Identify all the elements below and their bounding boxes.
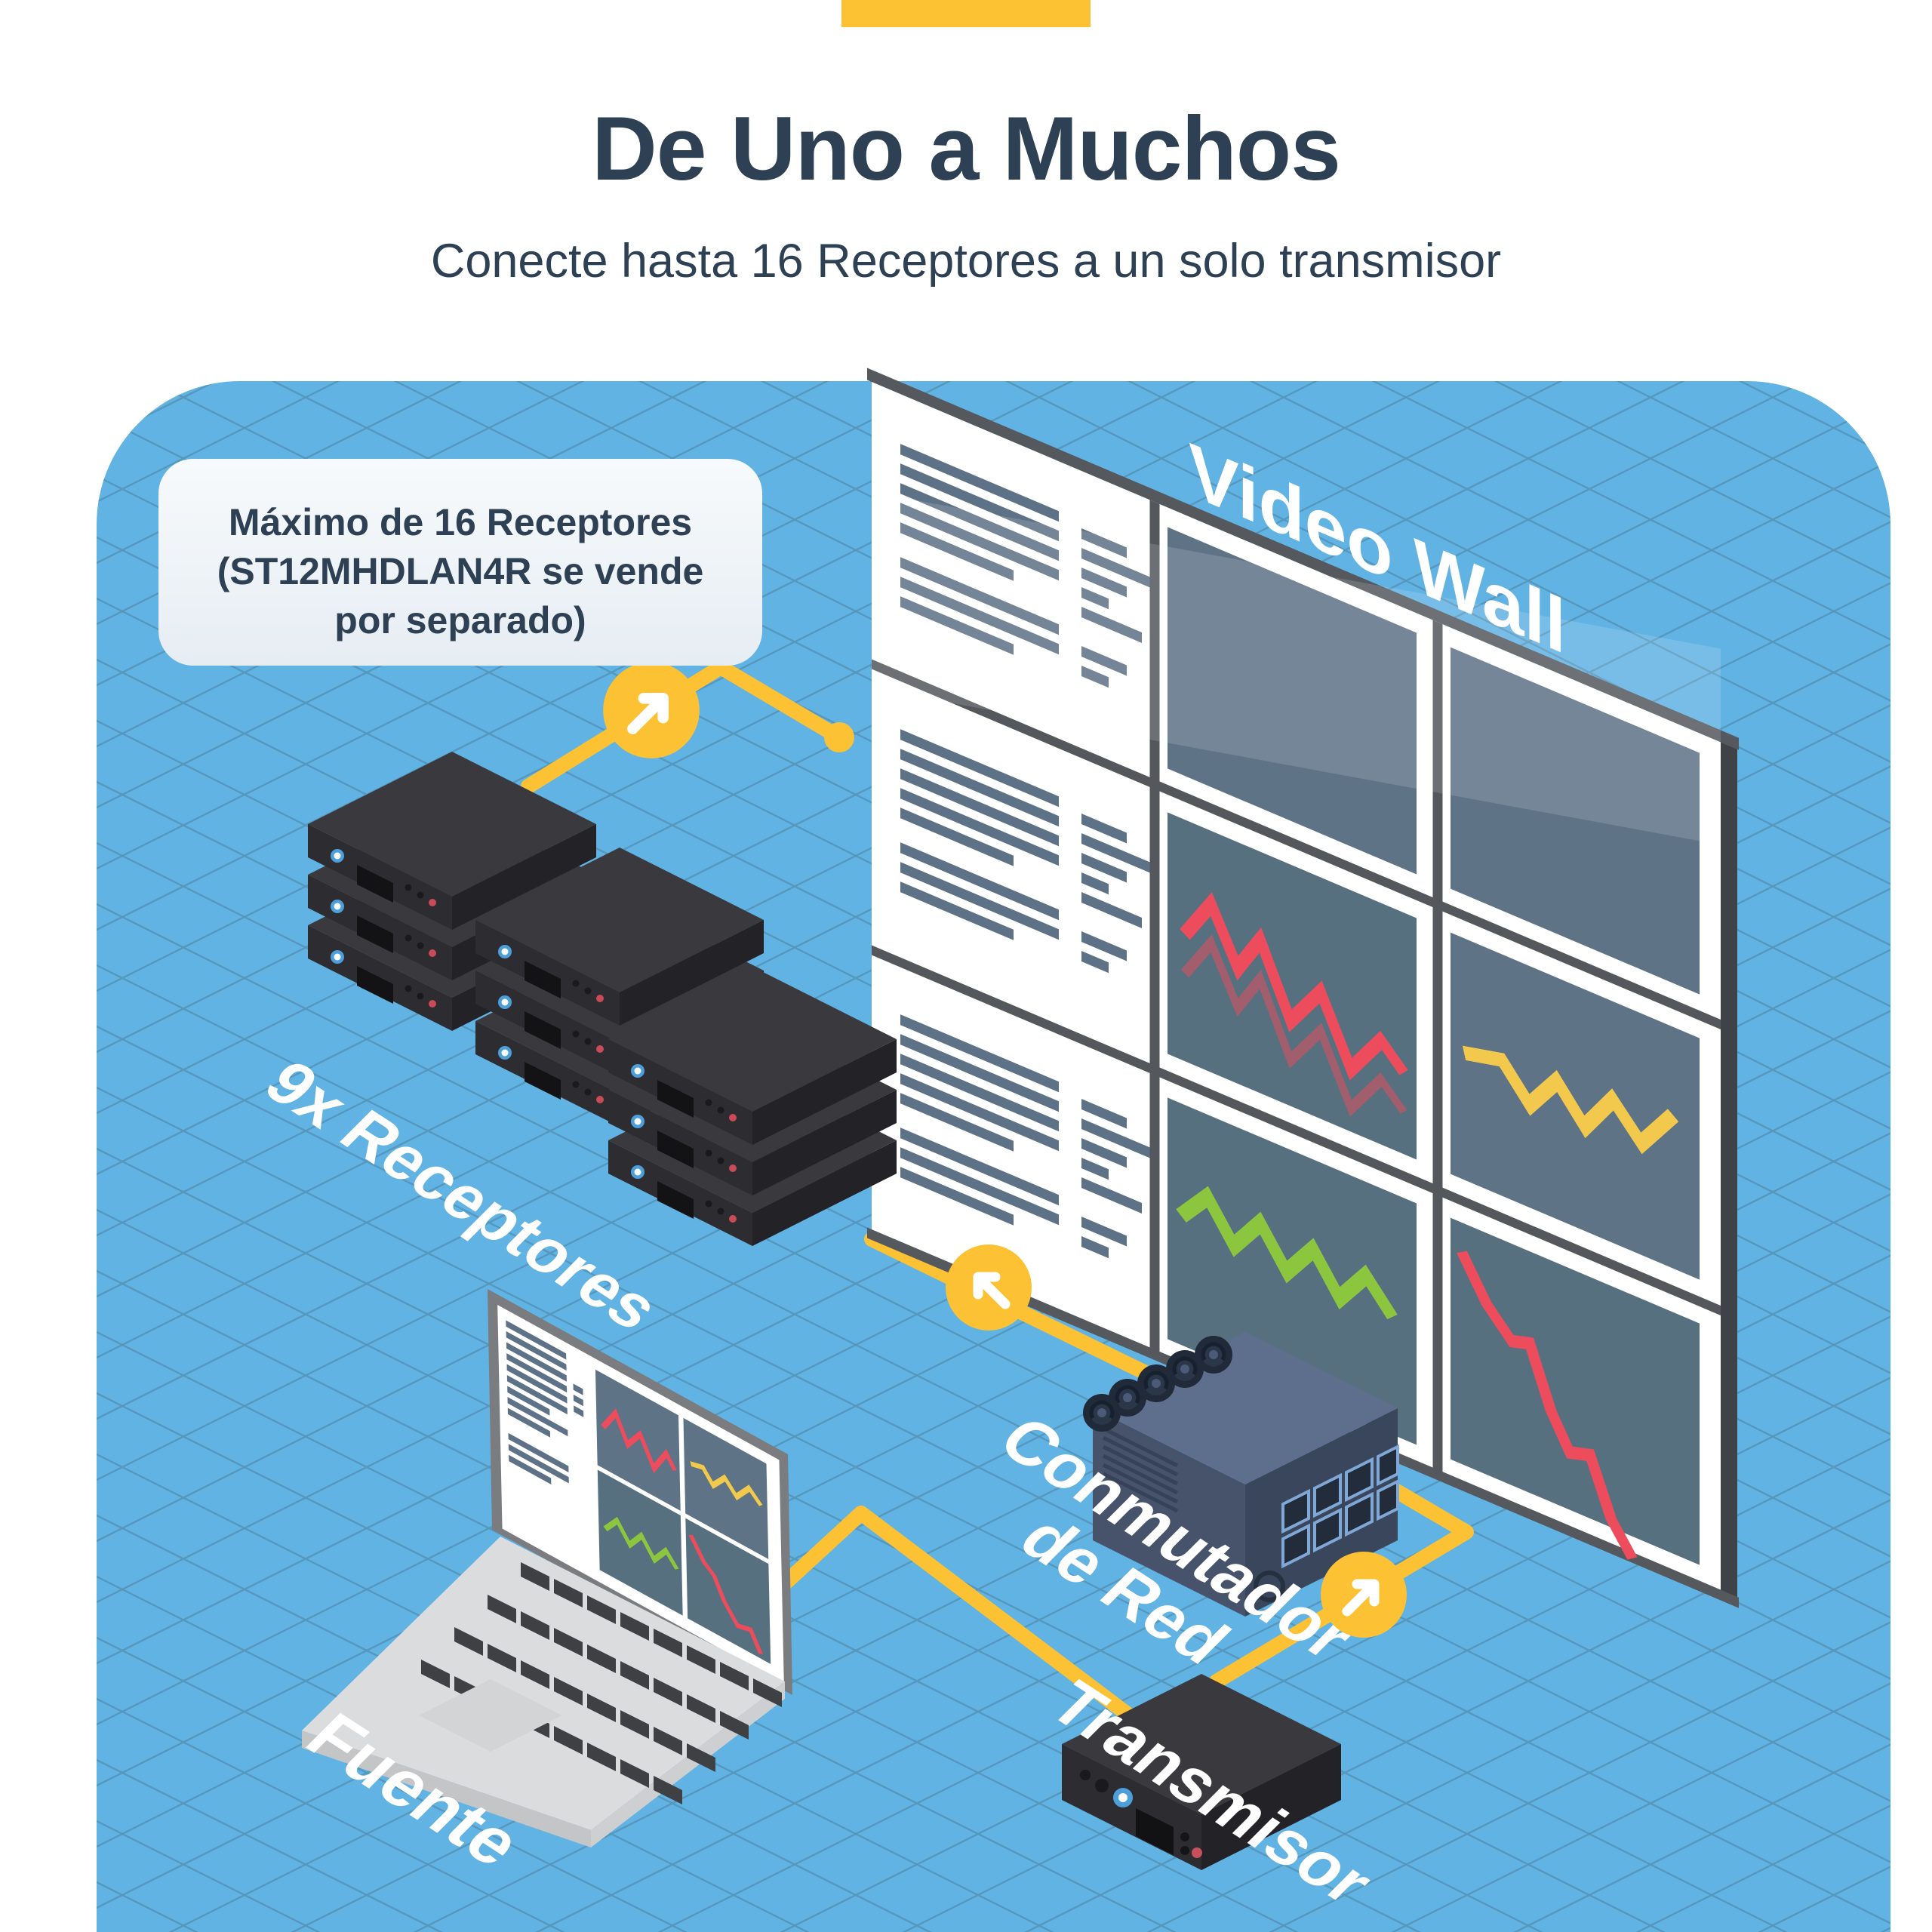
monitor-chart-red-decline [1451, 1217, 1700, 1565]
page-subtitle: Conecte hasta 16 Receptores a un solo tr… [430, 235, 1502, 288]
transmitter-box [1062, 1674, 1341, 1870]
flow-badge-up-right-icon [603, 662, 700, 758]
callout-max-receivers: Máximo de 16 Receptores (ST12MHDLAN4R se… [158, 459, 762, 666]
flow-badge-up-left-icon [946, 1244, 1032, 1331]
connection-switch-to-wall [864, 1232, 1189, 1398]
page-title: De Uno a Muchos [592, 98, 1341, 199]
flow-badge-up-right-icon [1321, 1552, 1407, 1638]
monitor-panel [1168, 527, 1417, 875]
laptop-trackpad [419, 1679, 562, 1752]
connection-source-to-transmitter [777, 1506, 1140, 1725]
laptop [302, 1289, 792, 1847]
switch-port-grid [1281, 1444, 1399, 1569]
ethernet-port-icon [1136, 1808, 1174, 1855]
laptop-screen-content [497, 1304, 784, 1684]
connection-receivers-to-wall [521, 660, 847, 794]
video-wall [867, 368, 1739, 1608]
callout-text: Máximo de 16 Receptores (ST12MHDLAN4R se… [217, 501, 704, 641]
screen-reflection [872, 492, 1721, 845]
connection-dot [824, 722, 854, 752]
switch-emblem-icon [1254, 1571, 1285, 1602]
monitor-panel [1451, 647, 1700, 995]
accent-bar [841, 0, 1091, 27]
network-switch [1083, 1332, 1399, 1617]
